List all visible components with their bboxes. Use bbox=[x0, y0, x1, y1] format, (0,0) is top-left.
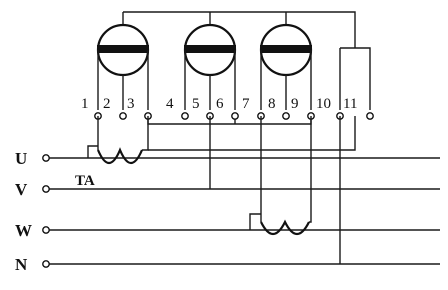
ct-u bbox=[87, 116, 356, 165]
meter-element-3 bbox=[259, 23, 313, 110]
terminal-2 bbox=[119, 112, 127, 120]
phase-lines bbox=[42, 154, 440, 268]
phase-label-u: U bbox=[15, 149, 27, 168]
terminal-8 bbox=[282, 112, 290, 120]
terminal-n bbox=[42, 260, 50, 268]
phase-label-w: W bbox=[15, 221, 32, 240]
terminal-label-7: 7 bbox=[242, 96, 250, 112]
terminal-v bbox=[42, 185, 50, 193]
terminal-label-3: 3 bbox=[127, 96, 135, 112]
terminal-w bbox=[42, 226, 50, 234]
terminal-label-9: 9 bbox=[291, 96, 299, 112]
terminal-label-8: 8 bbox=[268, 96, 276, 112]
phase-label-n: N bbox=[15, 255, 28, 274]
terminal-6 bbox=[231, 112, 239, 120]
ct-w bbox=[249, 116, 312, 236]
terminal-label-11: 11 bbox=[343, 96, 357, 112]
terminal-11 bbox=[366, 112, 374, 120]
terminal-label-1: 1 bbox=[81, 96, 89, 112]
terminal-label-10: 10 bbox=[316, 96, 331, 112]
ct-label: TA bbox=[75, 173, 95, 189]
terminal-label-4: 4 bbox=[166, 96, 174, 112]
phase-label-v: V bbox=[15, 180, 28, 199]
terminal-4 bbox=[181, 112, 189, 120]
top-bus bbox=[123, 11, 356, 48]
terminal-label-6: 6 bbox=[216, 96, 224, 112]
terminal-10-11-link bbox=[339, 47, 371, 110]
terminal-u bbox=[42, 154, 50, 162]
terminal-label-2: 2 bbox=[103, 96, 111, 112]
terminal-label-5: 5 bbox=[192, 96, 200, 112]
meter-element-2 bbox=[183, 23, 237, 110]
meter-element-1 bbox=[96, 23, 150, 110]
terminal-screws bbox=[94, 112, 374, 120]
